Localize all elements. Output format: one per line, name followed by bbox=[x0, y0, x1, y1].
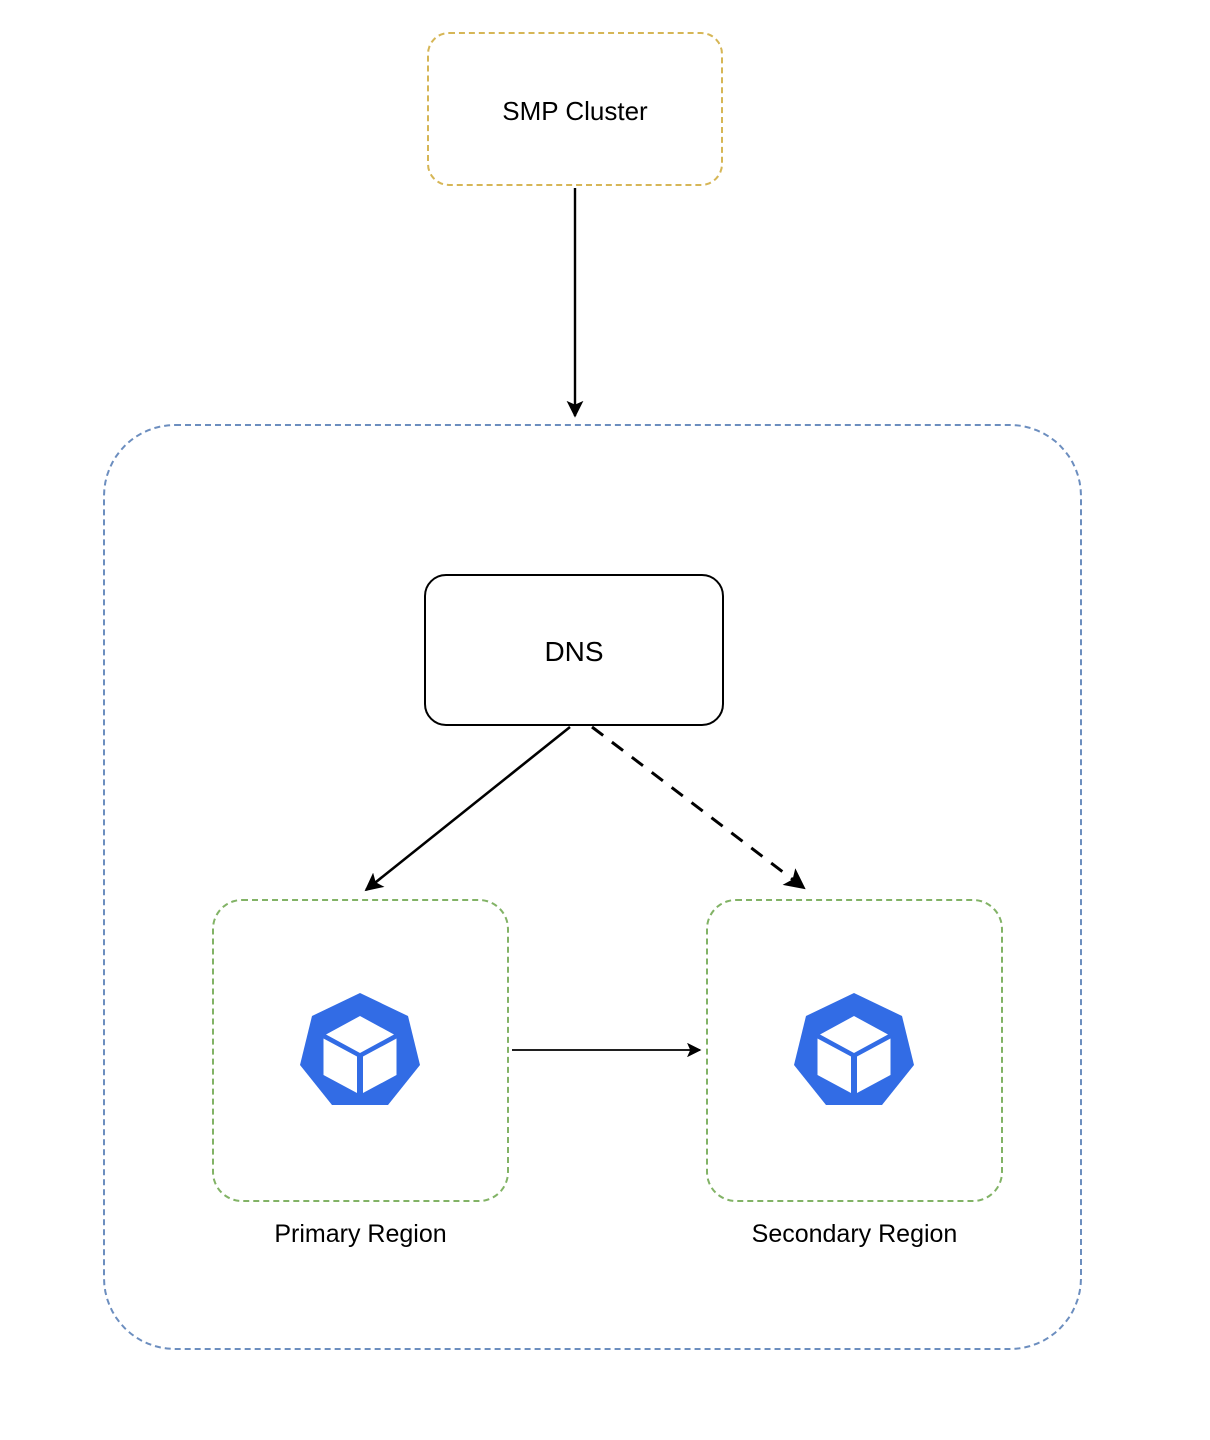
secondary-region-label: Secondary Region bbox=[751, 1220, 958, 1248]
smp-cluster-node[interactable]: SMP Cluster bbox=[427, 32, 723, 186]
global-container-node[interactable] bbox=[103, 424, 1082, 1350]
dns-node[interactable]: DNS bbox=[424, 574, 724, 726]
primary-region-label: Primary Region bbox=[274, 1220, 447, 1248]
kubernetes-icon bbox=[794, 993, 914, 1105]
kubernetes-icon bbox=[300, 993, 420, 1105]
smp-cluster-label: SMP Cluster bbox=[502, 96, 648, 126]
secondary-region-node[interactable] bbox=[706, 899, 1003, 1202]
primary-region-node[interactable] bbox=[212, 899, 509, 1202]
dns-label: DNS bbox=[544, 636, 604, 667]
